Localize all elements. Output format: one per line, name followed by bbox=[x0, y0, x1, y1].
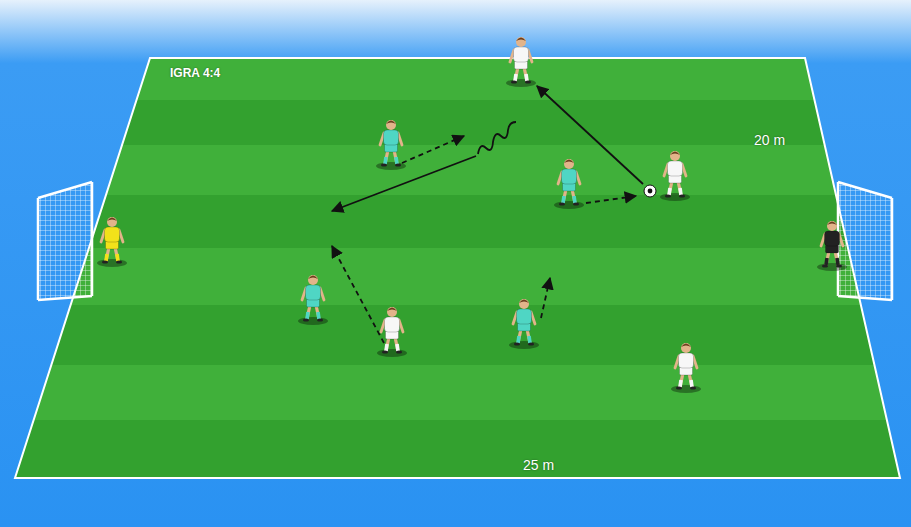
players bbox=[97, 37, 847, 393]
pitch bbox=[15, 58, 900, 478]
right-goal bbox=[838, 182, 892, 300]
ball bbox=[644, 185, 656, 197]
left-goal bbox=[38, 182, 92, 300]
width-dimension: 20 m bbox=[754, 132, 785, 148]
length-dimension: 25 m bbox=[523, 457, 554, 473]
drill-title: IGRA 4:4 bbox=[170, 66, 220, 80]
movement-arrows bbox=[332, 86, 643, 343]
